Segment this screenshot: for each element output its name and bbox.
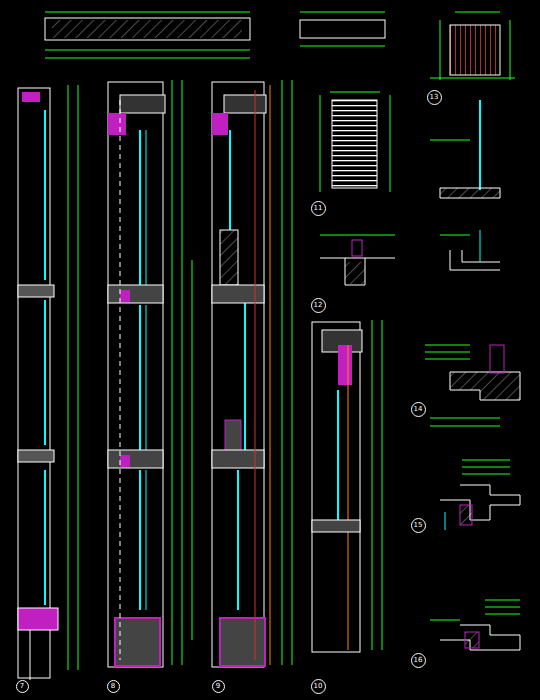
- callout-circle: 12: [311, 298, 326, 313]
- callout-circle: 16: [411, 653, 426, 668]
- callout-number: 10: [314, 683, 323, 690]
- callout-number: 16: [414, 657, 423, 664]
- callout-circle: 11: [311, 201, 326, 216]
- callout-number: 7: [20, 683, 24, 690]
- callout-number: 15: [414, 522, 423, 529]
- callout-number: 12: [314, 302, 323, 309]
- callout-number: 13: [430, 94, 439, 101]
- callout-circle: 14: [411, 402, 426, 417]
- callout-number: 9: [216, 683, 220, 690]
- callout-circle: 10: [311, 679, 326, 694]
- callout-circle: 13: [427, 90, 442, 105]
- callout-circle: 7: [16, 680, 29, 693]
- callout-circle: 15: [411, 518, 426, 533]
- callout-circle: 8: [107, 680, 120, 693]
- callout-number: 8: [111, 683, 115, 690]
- callout-number: 11: [314, 205, 323, 212]
- callout-number: 14: [414, 406, 423, 413]
- callout-circle: 9: [212, 680, 225, 693]
